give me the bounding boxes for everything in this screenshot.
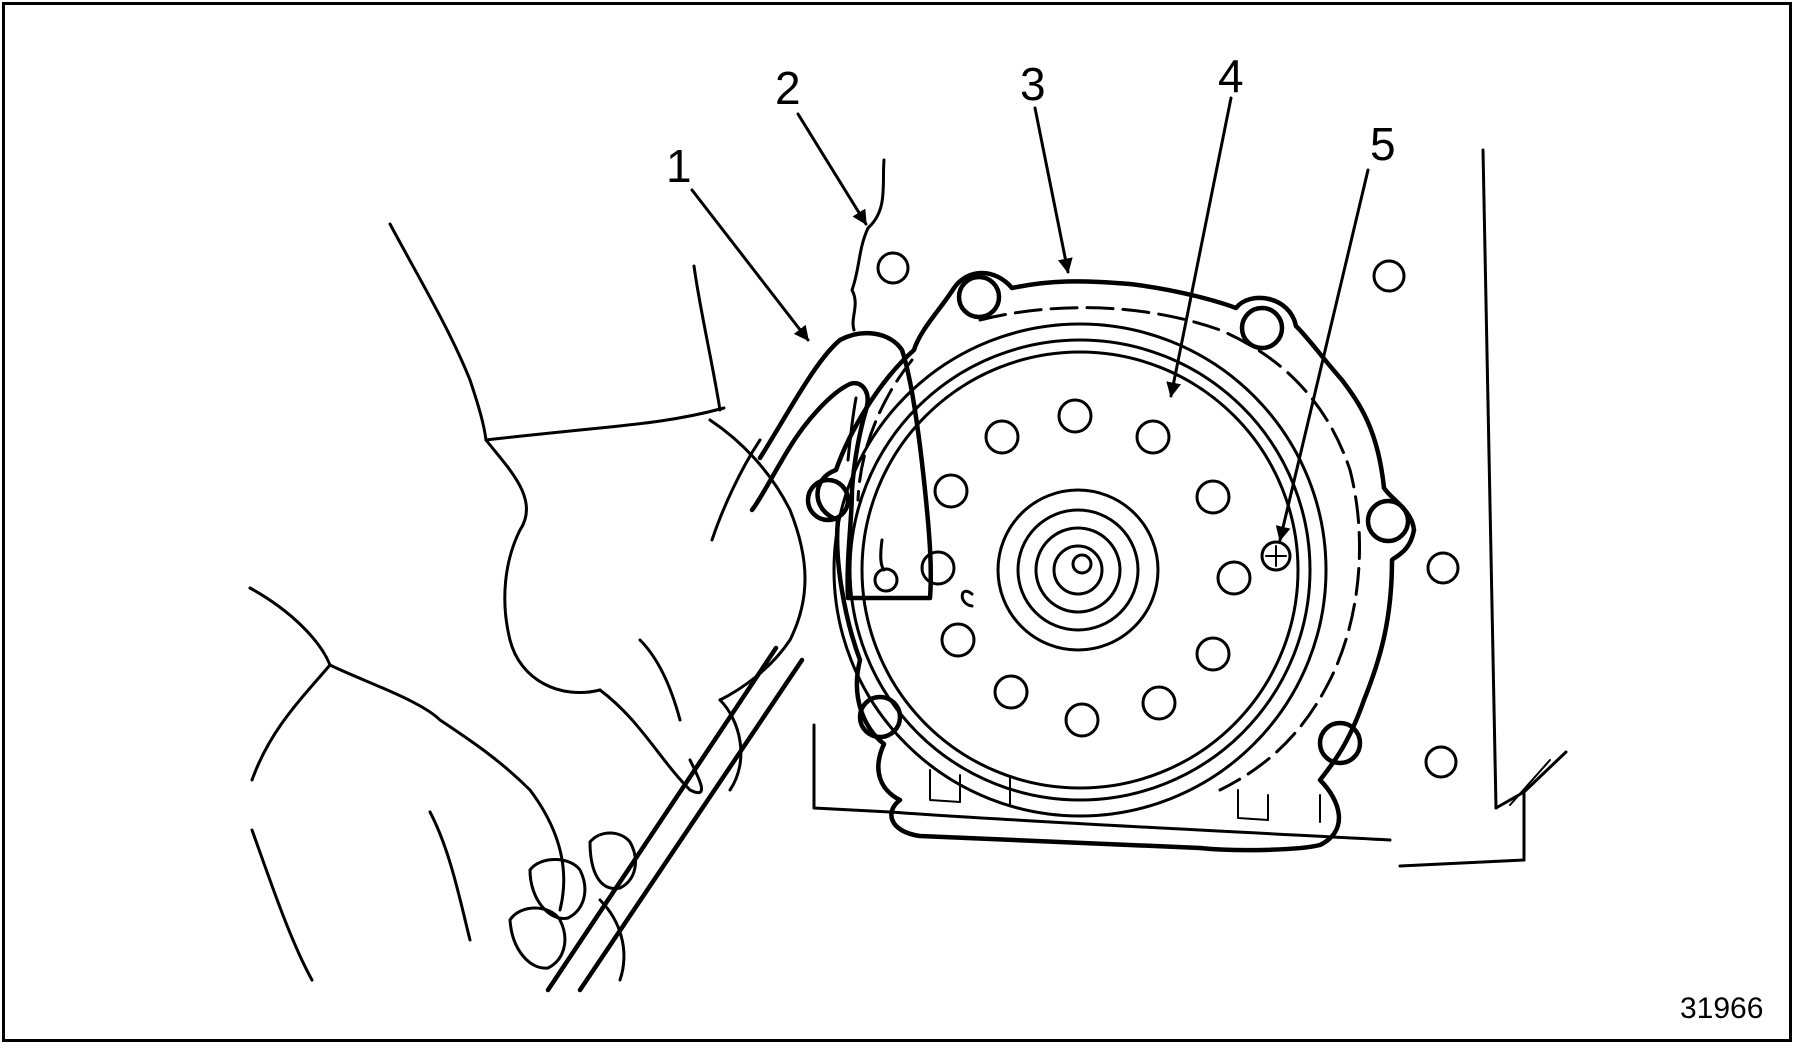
callout-label-4: 4 [1218,50,1244,102]
flange-bolt-icon [1135,419,1171,455]
callout-leaders [690,96,1370,542]
seal-inner-ring [860,350,1300,790]
flange-bolt-icon [984,419,1020,455]
self-tapping-screw [1260,540,1292,572]
housing-bolt-icon [805,477,851,523]
puller-screw-icon [873,567,899,593]
flange-bolt-icon [1195,636,1231,672]
flange-bolt-icon [993,674,1029,710]
housing-bolt-icon [1239,305,1285,351]
block-bolt-icon [876,251,910,285]
callout-label-1: 1 [666,140,692,192]
crank-hub [996,488,1160,652]
housing-bolt-icon [956,274,1002,320]
flange-bolt-icon [1216,560,1252,596]
callout-label-3: 3 [1020,58,1046,110]
flange-bolt-icon [933,473,969,509]
housing-bolt-icon [1365,498,1411,544]
callout-leader-2 [796,112,868,226]
flange-bolt-icon [1141,685,1177,721]
callout-leader-1 [690,188,810,342]
seal-housing [805,270,1417,853]
seal-outer-ring [832,322,1328,818]
block-bolt-icon [1372,259,1406,293]
block-bolt-icon [1424,745,1458,779]
crankshaft-flange [920,398,1252,738]
figure-number: 31966 [1680,992,1764,1025]
housing-bolt-icon [1317,720,1363,766]
seal-puller-tool [545,331,934,993]
engine-block [812,148,1568,868]
flange-bolt-icon [1195,479,1231,515]
flange-bolt-icon [940,622,976,658]
flange-bolt-icon [1064,702,1100,738]
callout-leader-5 [1275,168,1370,542]
callout-labels: 1 2 3 4 5 [666,50,1396,192]
callout-leader-4 [1166,96,1233,398]
flange-bolt-icon [920,550,956,586]
callout-label-5: 5 [1370,118,1396,170]
housing-bolt-icon [857,694,903,740]
technician-hands [248,222,807,982]
seal-lip [848,338,1312,802]
callout-label-2: 2 [775,62,801,114]
flange-bolt-icon [1057,398,1093,434]
callout-leader-3 [1033,106,1073,274]
block-bolt-icon [1426,551,1460,585]
